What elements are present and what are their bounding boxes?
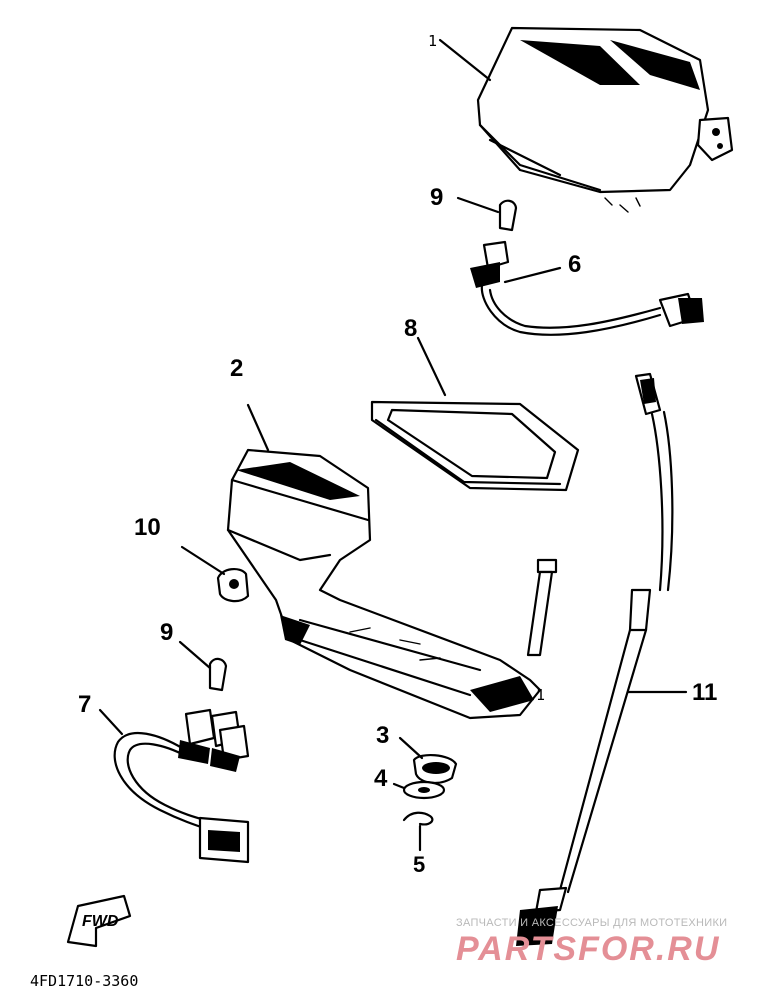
grommet-drawing xyxy=(216,568,250,603)
meter-cover-drawing xyxy=(476,26,734,213)
leader-line-part-9-top xyxy=(456,196,500,214)
leader-line-part-1-top xyxy=(438,38,492,82)
leader-line-part-4 xyxy=(392,782,406,790)
part-number-1-top: 1 xyxy=(428,32,437,50)
watermark-tagline: ЗАПЧАСТИ И АКСЕССУАРЫ ДЛЯ МОТОТЕХНИКИ xyxy=(456,917,727,929)
leader-line-part-7 xyxy=(98,708,124,736)
spring-washer-drawing xyxy=(402,811,434,826)
part-number-2: 2 xyxy=(230,355,243,382)
part-number-5: 5 xyxy=(413,852,425,877)
socket-cord-top-drawing xyxy=(470,240,704,336)
leader-line-part-8 xyxy=(416,336,447,397)
part-number-8: 8 xyxy=(404,315,417,342)
bulb-bottom-drawing xyxy=(208,657,228,692)
drawing-code: 4FD1710-3360 xyxy=(30,972,138,990)
leader-line-part-6 xyxy=(503,266,562,284)
part-number-7: 7 xyxy=(78,691,91,718)
part-number-6: 6 xyxy=(568,251,581,278)
part-number-4: 4 xyxy=(374,765,388,792)
part-number-9-top: 9 xyxy=(430,184,443,211)
direction-label: FWD xyxy=(82,913,119,930)
bolt-drawing xyxy=(526,558,558,657)
part-number-9-bottom: 9 xyxy=(160,619,173,646)
forward-direction-arrow: FWD xyxy=(66,894,132,948)
watermark-brand: PARTSFOR.RU xyxy=(456,930,720,968)
part-number-1-bottom: 1 xyxy=(536,686,545,704)
meter-housing-drawing xyxy=(226,448,542,720)
gasket-drawing xyxy=(370,400,580,492)
washer-drawing xyxy=(402,780,446,800)
leader-line-part-10 xyxy=(180,545,226,576)
part-number-10: 10 xyxy=(134,514,161,541)
speedometer-cable-drawing xyxy=(516,372,674,946)
leader-line-part-3 xyxy=(398,736,424,760)
leader-line-part-2 xyxy=(246,403,270,452)
part-number-11: 11 xyxy=(692,679,717,706)
damper-drawing xyxy=(412,754,458,784)
leader-line-part-9-bottom xyxy=(178,640,212,670)
harness-drawing xyxy=(113,708,250,864)
part-number-3: 3 xyxy=(376,722,389,749)
watermark: ЗАПЧАСТИ И АКСЕССУАРЫ ДЛЯ МОТОТЕХНИКИ PA… xyxy=(456,917,727,968)
bulb-top-drawing xyxy=(498,199,518,232)
